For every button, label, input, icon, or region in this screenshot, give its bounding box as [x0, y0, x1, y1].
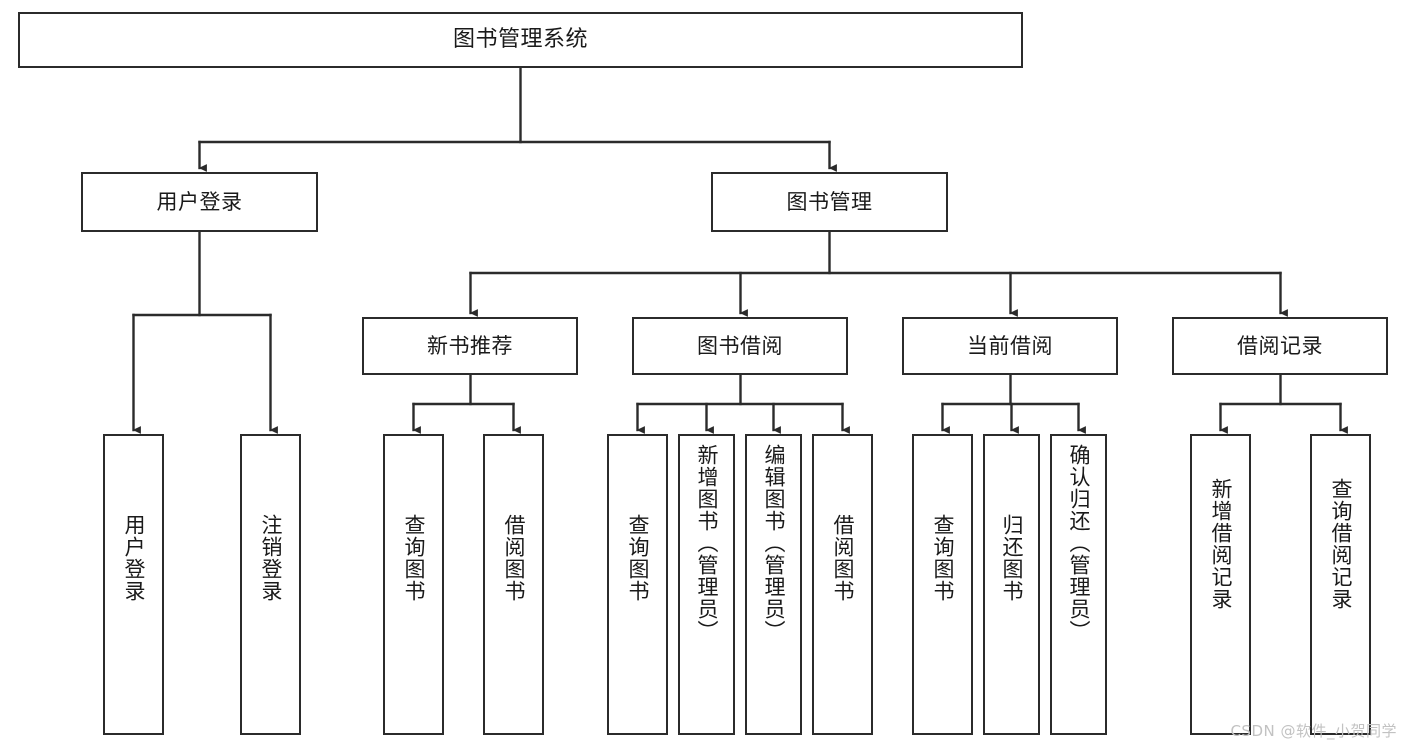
node-leaf-edit-book-admin-label: 编辑图书（管理员） [762, 444, 786, 642]
node-leaf-query-borrow-record[interactable]: 查询借阅记录 [1310, 434, 1371, 735]
node-leaf-borrow-book-1[interactable]: 借阅图书 [483, 434, 544, 735]
node-current-borrow[interactable]: 当前借阅 [902, 317, 1118, 375]
node-leaf-query-borrow-record-label: 查询借阅记录 [1329, 478, 1353, 610]
node-root[interactable]: 图书管理系统 [18, 12, 1023, 68]
node-borrow-record[interactable]: 借阅记录 [1172, 317, 1388, 375]
node-leaf-user-logout-label: 注销登录 [259, 514, 283, 602]
node-leaf-borrow-book-2-label: 借阅图书 [831, 514, 855, 602]
node-leaf-return-book[interactable]: 归还图书 [983, 434, 1040, 735]
node-leaf-query-book-1[interactable]: 查询图书 [383, 434, 444, 735]
node-book-borrow-label: 图书借阅 [697, 333, 783, 358]
node-leaf-user-logout[interactable]: 注销登录 [240, 434, 301, 735]
node-leaf-add-borrow-record[interactable]: 新增借阅记录 [1190, 434, 1251, 735]
node-book-manage[interactable]: 图书管理 [711, 172, 948, 232]
node-leaf-borrow-book-2[interactable]: 借阅图书 [812, 434, 873, 735]
csdn-watermark: CSDN @软件_小贺同学 [1230, 722, 1397, 740]
node-leaf-add-book-admin-label: 新增图书（管理员） [695, 444, 719, 642]
node-leaf-user-login-label: 用户登录 [122, 514, 146, 602]
node-leaf-query-book-1-label: 查询图书 [402, 514, 426, 602]
node-borrow-record-label: 借阅记录 [1237, 333, 1323, 358]
node-leaf-confirm-return-admin[interactable]: 确认归还（管理员） [1050, 434, 1107, 735]
node-new-book-recommend[interactable]: 新书推荐 [362, 317, 578, 375]
node-user-login-label: 用户登录 [156, 189, 243, 214]
node-book-manage-label: 图书管理 [786, 189, 873, 214]
node-user-login[interactable]: 用户登录 [81, 172, 318, 232]
node-leaf-borrow-book-1-label: 借阅图书 [502, 514, 526, 602]
node-new-book-recommend-label: 新书推荐 [427, 333, 513, 358]
node-leaf-query-book-2-label: 查询图书 [626, 514, 650, 602]
node-leaf-query-book-3[interactable]: 查询图书 [912, 434, 973, 735]
node-leaf-add-borrow-record-label: 新增借阅记录 [1209, 478, 1233, 610]
node-leaf-query-book-3-label: 查询图书 [931, 514, 955, 602]
node-leaf-confirm-return-admin-label: 确认归还（管理员） [1067, 444, 1091, 642]
node-root-label: 图书管理系统 [452, 27, 588, 53]
node-current-borrow-label: 当前借阅 [967, 333, 1053, 358]
node-leaf-query-book-2[interactable]: 查询图书 [607, 434, 668, 735]
node-leaf-return-book-label: 归还图书 [1000, 514, 1024, 602]
node-leaf-add-book-admin[interactable]: 新增图书（管理员） [678, 434, 735, 735]
node-leaf-user-login[interactable]: 用户登录 [103, 434, 164, 735]
node-leaf-edit-book-admin[interactable]: 编辑图书（管理员） [745, 434, 802, 735]
node-book-borrow[interactable]: 图书借阅 [632, 317, 848, 375]
